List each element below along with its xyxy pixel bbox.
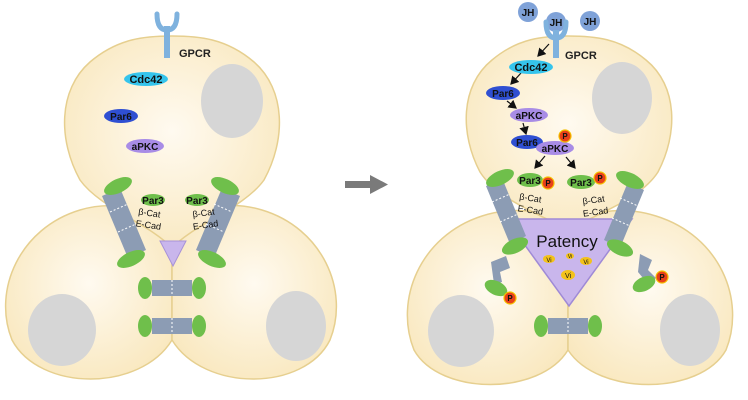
jh-label-3: JH xyxy=(584,17,597,28)
right-bcat-right-label: β-Cat xyxy=(582,193,606,206)
right-par3-right-label: Par3 xyxy=(570,178,592,189)
right-par3-right-phospho xyxy=(593,171,607,185)
lumen-particle-2: Vi xyxy=(568,254,572,260)
right-par3-left-phospho xyxy=(541,176,555,190)
right-free-phospho-right-label: P xyxy=(659,273,665,282)
jh-label-1: JH xyxy=(522,8,535,19)
right-free-phospho-left-label: P xyxy=(507,294,513,303)
right-apkc-top-label: aPKC xyxy=(516,111,543,122)
right-ecad-right-label: E-Cad xyxy=(582,205,609,218)
left-lumen xyxy=(159,240,187,268)
right-junction-right xyxy=(604,171,644,257)
lumen-particle-1: Vi xyxy=(546,258,551,264)
left-ecad-left-label: E-Cad xyxy=(135,218,162,231)
right-par6-complex-blob xyxy=(511,135,543,149)
left-par6-label: Par6 xyxy=(110,112,132,123)
right-free-par3-left xyxy=(484,279,508,297)
right-gpcr-receptor xyxy=(543,19,569,58)
right-top-nucleus xyxy=(592,62,652,134)
left-par3-right-label: Par3 xyxy=(186,196,208,207)
right-apkc-top-blob xyxy=(510,108,548,122)
right-apkc-complex-label: aPKC xyxy=(542,144,569,155)
right-br-nucleus xyxy=(660,294,720,366)
right-lumen-label: Patency xyxy=(536,232,598,251)
left-par6-blob xyxy=(104,109,138,123)
lumen-particles: Vi Vi Vi Vi xyxy=(543,253,592,280)
left-top-nucleus xyxy=(201,64,263,138)
right-free-phospho-right xyxy=(655,270,669,284)
lumen-particle-3: Vi xyxy=(583,260,588,266)
left-cdc42-label: Cdc42 xyxy=(129,74,162,86)
jh-label-2: JH xyxy=(550,18,563,29)
right-bcat-left-label: β-Cat xyxy=(519,192,543,205)
left-junction-right xyxy=(196,177,240,268)
left-gpcr-label: GPCR xyxy=(179,48,211,60)
right-bl-nucleus xyxy=(428,295,494,367)
left-ecad-right-label: E-Cad xyxy=(192,218,219,231)
right-par3-right-blob xyxy=(567,175,595,189)
right-par3-left-blob xyxy=(517,173,543,187)
left-br-nucleus xyxy=(266,291,326,361)
jh-ligand-3 xyxy=(580,11,600,31)
right-par6-complex-label: Par6 xyxy=(516,138,538,149)
signaling-arrows xyxy=(506,43,576,169)
right-lumen xyxy=(504,218,634,308)
left-cdc42-blob xyxy=(124,72,168,86)
right-junction-bottom xyxy=(534,315,602,337)
jh-ligand-2 xyxy=(546,12,566,32)
right-par6-top-blob xyxy=(486,86,520,100)
left-junction-bottom-2 xyxy=(138,315,206,337)
left-bcat-left-label: β-Cat xyxy=(138,207,162,220)
right-junction-left xyxy=(486,169,529,255)
right-par3-left-label: Par3 xyxy=(519,176,541,187)
jh-ligand-1 xyxy=(518,2,538,22)
right-ecad-left-label: E-Cad xyxy=(517,203,544,216)
right-par3-left-phospho-label: P xyxy=(545,179,551,188)
internalized-junction-left xyxy=(491,256,510,284)
right-par6-top-label: Par6 xyxy=(492,89,514,100)
left-par3-left-blob xyxy=(141,194,165,206)
right-apkc-phospho xyxy=(558,129,572,143)
left-junction-left xyxy=(102,177,146,268)
left-panel: GPCR Cdc42 Par6 aPKC xyxy=(4,11,338,380)
right-cdc42-blob xyxy=(509,60,553,74)
lumen-particle-4: Vi xyxy=(565,273,572,280)
left-apkc-label: aPKC xyxy=(132,142,159,153)
right-free-par3-right xyxy=(632,275,656,293)
left-apkc-blob xyxy=(126,139,164,153)
left-bl-nucleus xyxy=(28,294,96,366)
transition-arrow xyxy=(345,175,388,194)
right-free-phospho-left xyxy=(503,291,517,305)
right-apkc-phospho-label: P xyxy=(562,132,568,141)
right-gpcr-label: GPCR xyxy=(565,50,597,62)
right-panel: Patency Vi Vi Vi Vi JH JH JH GPCR xyxy=(406,2,734,386)
left-gpcr-receptor xyxy=(154,11,180,58)
right-par3-right-phospho-label: P xyxy=(597,174,603,183)
right-apkc-complex-blob xyxy=(536,141,574,155)
left-bcat-right-label: β-Cat xyxy=(192,206,216,219)
left-junction-bottom-1 xyxy=(138,277,206,299)
left-par3-right-blob xyxy=(185,194,209,206)
right-cdc42-label: Cdc42 xyxy=(514,62,547,74)
left-par3-left-label: Par3 xyxy=(142,196,164,207)
